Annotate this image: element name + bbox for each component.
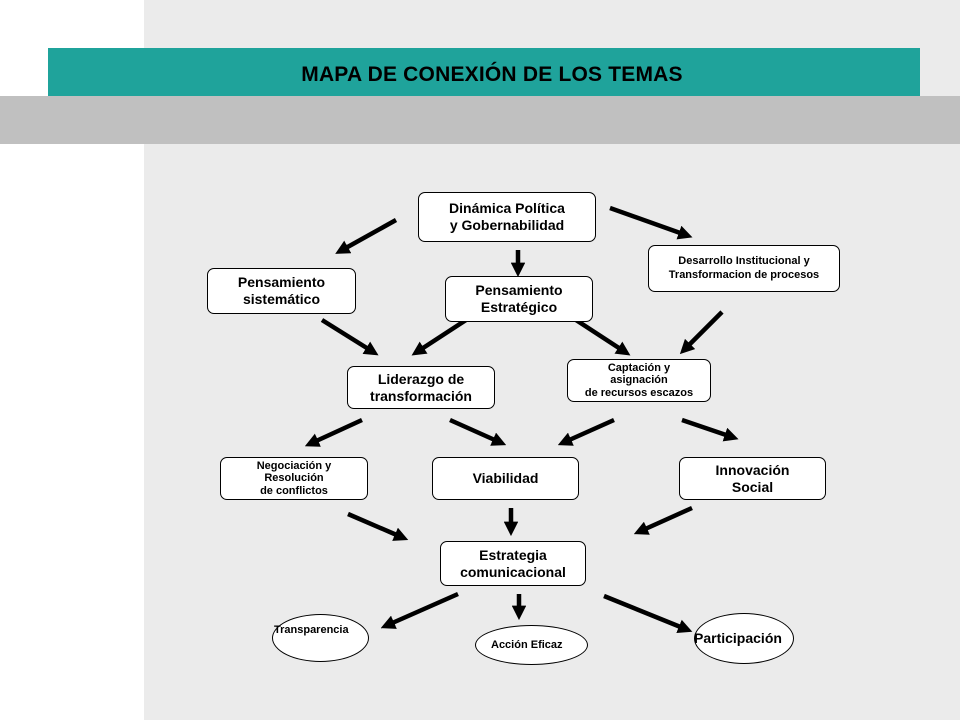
node-accion-eficaz: [475, 625, 588, 665]
arrow-desarrollo-to-captacion: [679, 310, 724, 355]
node-captacion-recursos: Captación y asignación de recursos escaz…: [567, 359, 711, 402]
arrow-liderazgo-to-viabilidad: [449, 417, 507, 446]
arrow-liderazgo-to-negociacion: [304, 417, 363, 447]
arrow-estrategia-to-participacion: [603, 593, 693, 634]
arrow-innovacion-to-estrategia: [633, 505, 693, 535]
arrow-estrategico-to-liderazgo: [411, 318, 468, 356]
arrow-estrategico-to-captacion: [574, 318, 631, 356]
arrow-dinamica-to-sistematico: [335, 218, 398, 254]
node-dinamica-politica: Dinámica Política y Gobernabilidad: [418, 192, 596, 242]
accion-label: Acción Eficaz: [491, 639, 563, 651]
transparencia-label: Transparencia: [274, 624, 349, 636]
arrow-sistematico-to-liderazgo: [320, 318, 379, 356]
node-transparencia: [272, 614, 369, 662]
arrow-negociacion-to-estrategia: [347, 511, 409, 541]
node-participacion: [694, 613, 794, 664]
header-band: [0, 96, 960, 144]
node-viabilidad: Viabilidad: [432, 457, 579, 500]
arrow-estrategia-to-transparencia: [380, 591, 459, 629]
participacion-label: Participación: [694, 630, 782, 646]
node-innovacion-social: Innovación Social: [679, 457, 826, 500]
page-title: MAPA DE CONEXIÓN DE LOS TEMAS: [301, 63, 683, 86]
node-liderazgo: Liderazgo de transformación: [347, 366, 495, 409]
node-pensamiento-estrategico: Pensamiento Estratégico: [445, 276, 593, 322]
title-bar: MAPA DE CONEXIÓN DE LOS TEMAS: [48, 48, 920, 96]
arrow-captacion-to-viabilidad: [557, 417, 615, 446]
node-desarrollo-institucional: Desarrollo Institucional y Transformacio…: [648, 245, 840, 292]
node-negociacion: Negociación y Resolución de conflictos: [220, 457, 368, 500]
arrow-captacion-to-innovacion: [681, 417, 739, 442]
node-estrategia-comunicacional: Estrategia comunicacional: [440, 541, 586, 586]
node-pensamiento-sistematico: Pensamiento sistemático: [207, 268, 356, 314]
arrow-dinamica-to-desarrollo: [609, 205, 693, 240]
